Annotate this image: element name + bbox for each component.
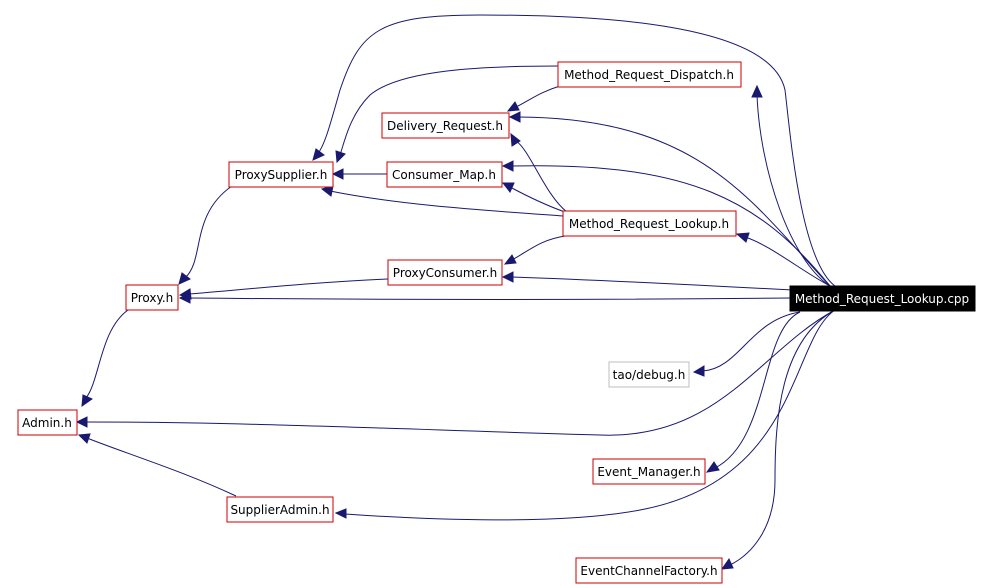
edge-root-admin <box>85 309 836 436</box>
edge-root-proxy <box>188 297 791 300</box>
arrowhead <box>506 101 520 112</box>
edge-root-lookup <box>744 236 831 287</box>
arrowhead <box>501 160 514 172</box>
edge-root-proxyconsumer <box>511 276 831 293</box>
node-method-request-lookup-h[interactable]: Method_Request_Lookup.h <box>562 210 737 237</box>
edge-root-proxysupplier <box>316 14 836 287</box>
node-label: EventChannelFactory.h <box>580 564 717 578</box>
node-consumer-map-h[interactable]: Consumer_Map.h <box>386 161 503 188</box>
arrowhead <box>720 557 734 570</box>
arrowhead <box>705 461 720 473</box>
node-label: ProxySupplier.h <box>235 168 328 182</box>
node-label: Admin.h <box>22 416 72 430</box>
node-label: Method_Request_Lookup.h <box>569 217 729 231</box>
node-proxy-h[interactable]: Proxy.h <box>125 284 179 311</box>
node-label: Delivery_Request.h <box>387 119 503 133</box>
edge-root-eventmanager <box>714 311 801 469</box>
node-proxysupplier-h[interactable]: ProxySupplier.h <box>228 161 334 188</box>
edge-proxy-admin <box>85 309 129 399</box>
node-supplieradmin-h[interactable]: SupplierAdmin.h <box>226 496 334 523</box>
node-delivery-request-h[interactable]: Delivery_Request.h <box>381 112 510 139</box>
arrowhead <box>312 148 325 161</box>
node-label: Proxy.h <box>131 291 174 305</box>
node-label: Consumer_Map.h <box>392 168 496 182</box>
arrowhead <box>510 132 521 147</box>
arrowhead <box>503 254 517 265</box>
edge-lookup-delivery <box>515 140 568 213</box>
node-tao-debug-h[interactable]: tao/debug.h <box>608 361 690 388</box>
arrowhead <box>77 433 91 444</box>
node-proxyconsumer-h[interactable]: ProxyConsumer.h <box>387 259 503 286</box>
arrowhead <box>335 150 346 164</box>
edge-lookup-proxysupplier <box>329 190 564 217</box>
edge-proxyconsumer-proxy <box>188 278 389 295</box>
edge-supplieradmin-admin <box>86 437 237 497</box>
edge-root-delivery <box>517 116 831 287</box>
node-label: ProxyConsumer.h <box>393 266 497 280</box>
node-label: Method_Request_Lookup.cpp <box>795 292 969 306</box>
edge-root-ecfactory <box>729 309 836 566</box>
edges <box>75 14 836 570</box>
edge-root-debug <box>702 311 801 372</box>
node-method-request-dispatch-h[interactable]: Method_Request_Dispatch.h <box>557 61 742 88</box>
arrowhead <box>178 272 191 285</box>
edge-proxysupplier-proxy <box>184 185 233 279</box>
edge-root-dispatch <box>756 94 831 287</box>
arrowhead <box>81 394 94 408</box>
arrowhead <box>75 416 88 428</box>
edge-lookup-proxyconsumer <box>511 235 566 261</box>
node-event-manager-h[interactable]: Event_Manager.h <box>592 458 706 485</box>
arrowhead <box>331 168 344 180</box>
arrowhead <box>735 232 750 243</box>
arrowhead <box>501 271 514 283</box>
node-eventchannelfactory-h[interactable]: EventChannelFactory.h <box>575 557 723 584</box>
edge-lookup-consumermap <box>509 186 566 213</box>
arrowhead <box>508 111 521 123</box>
node-label: tao/debug.h <box>613 368 686 382</box>
edge-dispatch-delivery <box>515 85 561 108</box>
node-label: Event_Manager.h <box>597 465 700 479</box>
edge-root-consumermap <box>511 165 831 287</box>
arrowhead <box>178 288 192 300</box>
node-admin-h[interactable]: Admin.h <box>17 409 78 436</box>
node-label: Method_Request_Dispatch.h <box>564 68 734 82</box>
edge-root-supplieradmin <box>344 309 836 521</box>
node-method-request-lookup-cpp[interactable]: Method_Request_Lookup.cpp <box>789 285 976 312</box>
node-label: SupplierAdmin.h <box>230 503 329 517</box>
arrowhead <box>501 182 515 193</box>
arrowhead <box>692 365 705 377</box>
edge-dispatch-proxysupplier <box>339 65 559 156</box>
arrowhead <box>334 508 347 519</box>
arrowhead <box>751 84 763 98</box>
